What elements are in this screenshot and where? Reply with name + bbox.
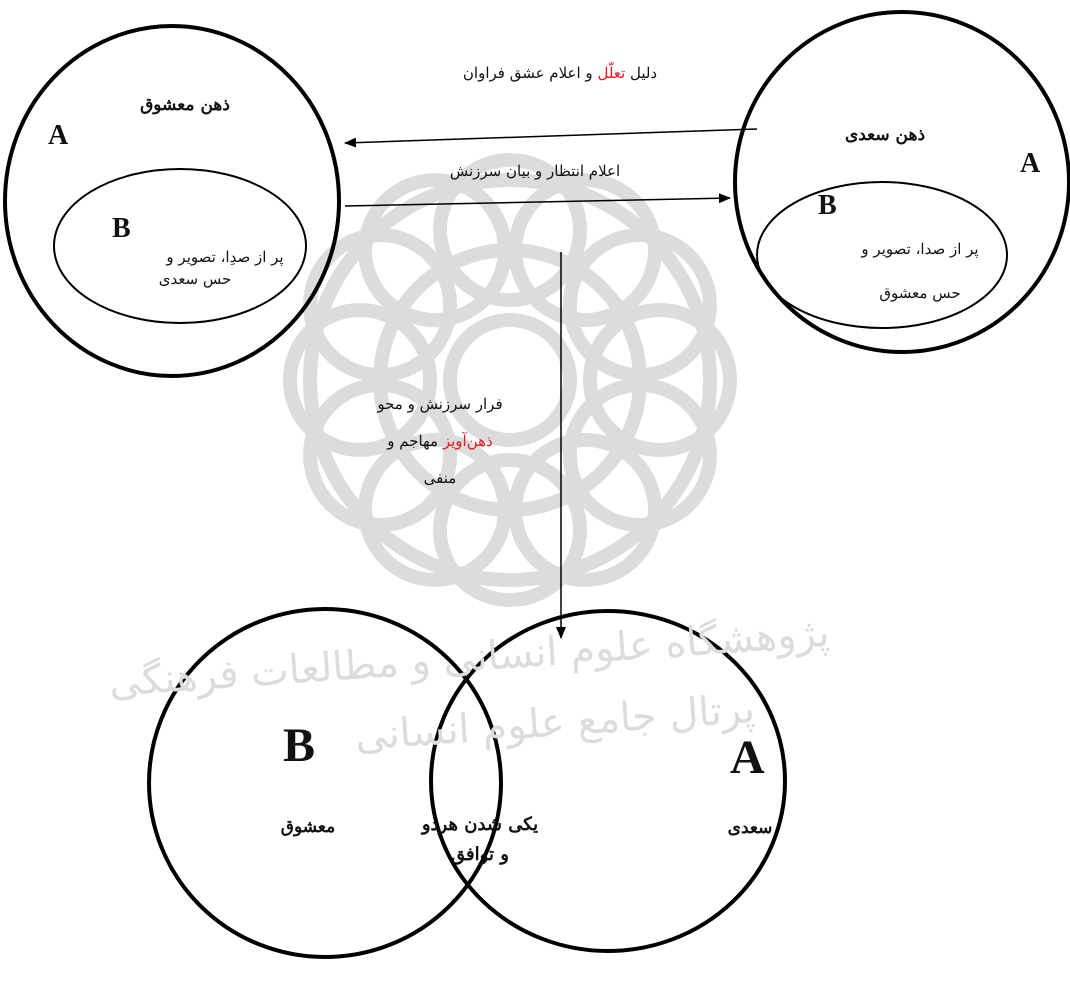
watermark-petal <box>358 432 512 587</box>
venn-center-line2: و توافق <box>451 844 509 865</box>
venn-left-letter: B <box>283 719 316 772</box>
watermark-petal <box>433 453 587 607</box>
venn-center-label: یکی شدن هردو و توافق <box>390 810 570 870</box>
arrow-down-label: فرار سرزنش و محو ذهن‌آویز مهاجم و منفی <box>340 386 540 497</box>
beloved-mind-letter-b: B <box>112 213 131 244</box>
watermark-petal <box>303 228 458 382</box>
saadi-inner-text-line2: حس معشوق <box>879 284 961 302</box>
outer-circle-beloved-mind <box>3 24 341 378</box>
inner-ellipse-beloved <box>53 168 307 324</box>
arrow-down-label-line2: ذهن‌آویز مهاجم و <box>340 423 540 460</box>
arrow-down-label-line3: منفی <box>423 469 457 487</box>
arrow-down-line2-suffix: مهاجم و <box>387 432 443 450</box>
watermark-petal <box>583 303 737 457</box>
arrow-left-to-right-label: اعلام انتظار و بیان سرزنش <box>449 162 621 180</box>
saadi-mind-title: ذهن سعدی <box>844 125 926 145</box>
watermark-petal <box>303 378 458 532</box>
watermark-petal <box>562 378 717 532</box>
arrow-down-label-line1: فرار سرزنش و محو <box>377 395 503 413</box>
outer-circle-saadi-mind <box>733 10 1070 354</box>
watermark-petal <box>358 173 512 328</box>
arrow-label-prefix: دلیل <box>625 64 658 82</box>
venn-circle-left <box>147 607 503 959</box>
beloved-inner-text-line1: پر از صدِا، تصویر و <box>166 248 284 266</box>
beloved-mind-title: ذهن معشوق <box>140 95 230 115</box>
saadi-mind-letter-a: A <box>1020 148 1041 179</box>
beloved-inner-text-line2: حس سعدی <box>158 270 232 288</box>
arrow-left-to-right <box>344 193 731 207</box>
arrow-label-highlight: تعلّل <box>597 64 626 82</box>
inner-ellipse-saadi <box>756 181 1008 329</box>
venn-right-label: سعدی <box>727 818 773 838</box>
beloved-mind-letter-a: A <box>48 120 69 151</box>
arrow-right-to-left-label: دلیل تعلّل و اعلام عشق فراوان <box>410 64 710 82</box>
venn-right-letter: A <box>730 731 765 784</box>
venn-left-label: معشوق <box>280 817 336 837</box>
arrow-label-suffix: و اعلام عشق فراوان <box>462 64 598 82</box>
watermark-petal <box>433 153 587 307</box>
venn-circle-right <box>429 609 787 953</box>
arrow-right-to-left <box>344 128 758 148</box>
watermark-petal <box>508 432 662 587</box>
saadi-mind-letter-b: B <box>818 190 837 221</box>
arrow-down-highlight: ذهن‌آویز <box>442 432 493 450</box>
watermark-petal <box>562 228 717 382</box>
saadi-inner-text-line1: پر از صدا، تصویر و <box>861 240 979 258</box>
venn-center-line1: یکی شدن هردو <box>421 814 539 835</box>
watermark-petal <box>508 173 662 328</box>
watermark-petal <box>283 303 437 457</box>
